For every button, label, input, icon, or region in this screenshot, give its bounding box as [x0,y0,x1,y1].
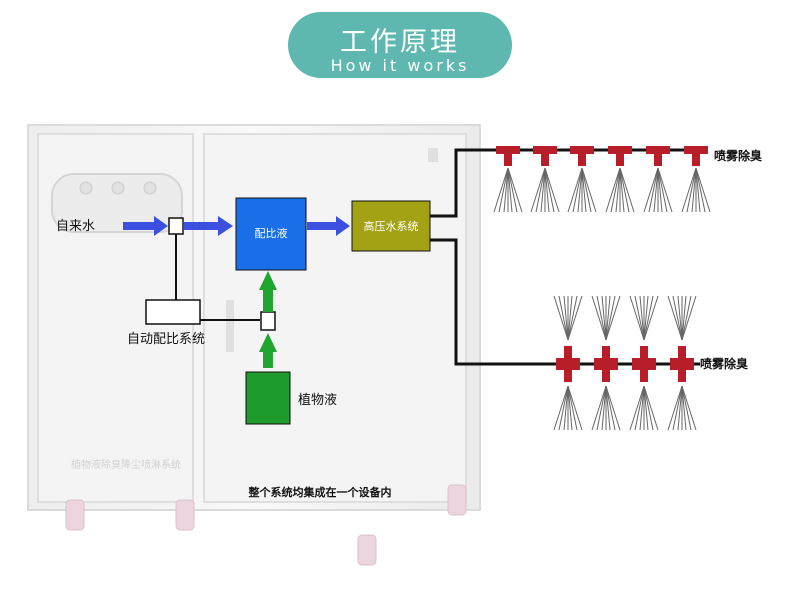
mixing-liquid-box [235,197,307,271]
spray-nozzle [530,146,560,213]
mixing-liquid-label: 配比液 [255,226,288,240]
door-handle [226,300,234,352]
tap-water-label: 自来水 [56,219,95,234]
spray-nozzle [493,146,523,213]
machine-front-label: 植物液除臭降尘喷淋系统 [71,458,181,471]
title-pill: 工作原理 How it works [288,12,512,78]
high-pressure-box [351,200,431,252]
up-arrow-lower [259,333,277,368]
to-mixing-arrow [184,216,233,236]
up-arrow-upper [259,271,277,312]
plant-liquid-box [245,371,291,425]
junction-box-lower [260,311,276,331]
high-pressure-label: 高压水系统 [364,219,419,233]
lower-spray-nozzles [553,295,697,431]
lower-output-label: 喷雾除臭 [700,356,748,371]
caster-wheels [65,484,467,566]
auto-ratio-box [145,299,201,325]
spray-nozzle [567,146,597,213]
green-arrows [259,271,277,368]
spray-nozzle [605,146,635,213]
spray-nozzle [681,146,711,213]
auto-ratio-label: 自动配比系统 [127,332,205,347]
to-high-pressure-arrow [307,216,350,236]
junction-box-upper [168,217,184,235]
title-cn: 工作原理 [340,27,460,58]
title-en: How it works [330,56,470,75]
spray-nozzle [643,146,673,213]
spray-nozzle [629,295,659,431]
spray-nozzle [553,295,583,431]
spray-nozzle [591,295,621,431]
upper-spray-nozzles [493,146,711,213]
blue-arrows [123,216,350,236]
upper-output-label: 喷雾除臭 [714,148,762,163]
tap-water-arrow [123,216,168,236]
spray-nozzle [667,295,697,431]
system-caption: 整个系统均集成在一个设备内 [248,485,392,499]
plant-liquid-label: 植物液 [298,393,337,408]
machine-cabinet: 植物液除臭降尘喷淋系统 [27,124,481,566]
